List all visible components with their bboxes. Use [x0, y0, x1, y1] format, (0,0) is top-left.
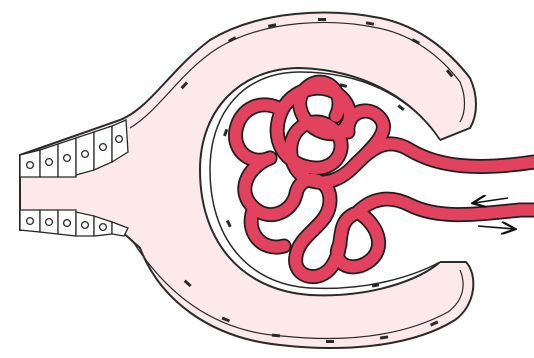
flow-in-arrow	[474, 198, 508, 203]
flow-out-arrow	[478, 226, 514, 229]
